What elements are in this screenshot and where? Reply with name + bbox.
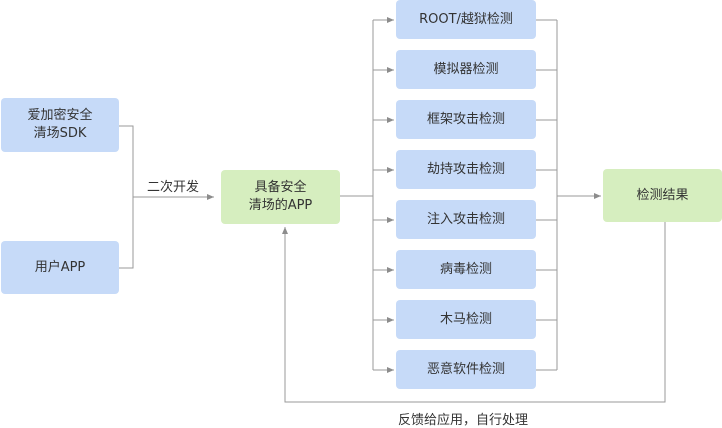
detection-collect-lines <box>536 19 557 371</box>
detection-node-virus: 病毒检测 <box>396 250 536 289</box>
detection-node-trojan: 木马检测 <box>396 300 536 339</box>
detection-node-hijack: 劫持攻击检测 <box>396 150 536 189</box>
detection-node-framework: 框架攻击检测 <box>396 100 536 139</box>
detection-node-injection: 注入攻击检测 <box>396 200 536 239</box>
source-merge-line <box>119 125 134 269</box>
center-app-node: 具备安全 清场的APP <box>221 170 340 224</box>
result-node: 检测结果 <box>603 169 722 222</box>
user-app-node: 用户APP <box>1 241 119 294</box>
detection-node-root: ROOT/越狱检测 <box>396 0 536 39</box>
sdk-node: 爱加密安全 清场SDK <box>1 98 119 152</box>
detection-node-malware: 恶意软件检测 <box>396 350 536 389</box>
develop-label: 二次开发 <box>147 180 200 195</box>
feedback-arrow <box>282 222 666 403</box>
feedback-label: 反馈给应用，自行处理 <box>398 413 529 428</box>
detection-node-emulator: 模拟器检测 <box>396 50 536 89</box>
